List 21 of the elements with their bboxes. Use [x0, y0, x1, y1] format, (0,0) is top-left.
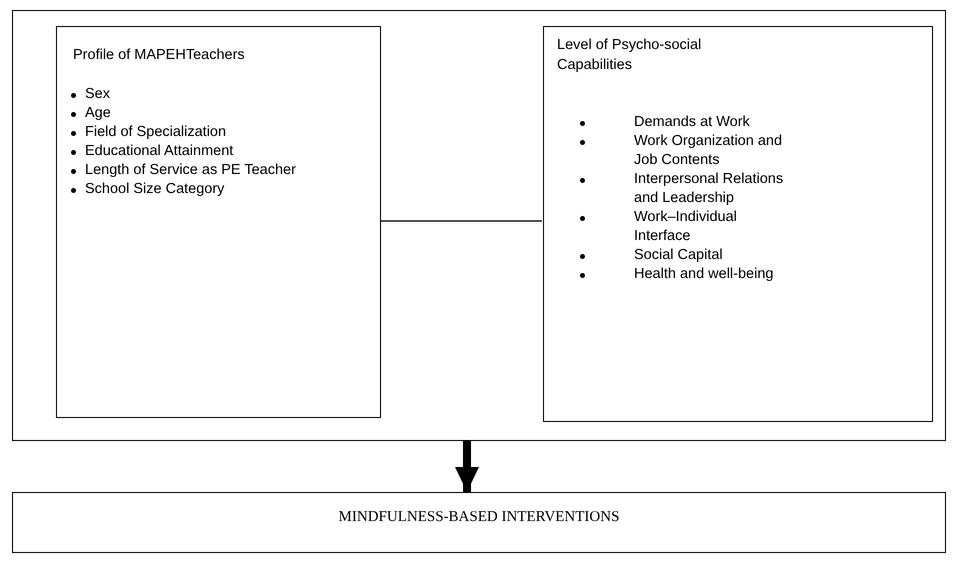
list-item-text: Sex — [85, 85, 110, 104]
list-item-text: Age — [85, 104, 111, 123]
list-item-text: Length of Service as PE Teacher — [85, 161, 296, 180]
box-heading: Level of Psycho-social Capabilities — [557, 36, 702, 75]
outer-frame-box — [12, 10, 946, 441]
box-heading: Profile of MAPEHTeachers — [73, 46, 246, 65]
list-item-text: Health and well-being — [634, 265, 774, 284]
list-item-text: Work–Individual Interface — [634, 208, 738, 246]
banner-title: MINDFULNESS-BASED INTERVENTIONS — [338, 509, 620, 526]
arrow — [455, 441, 479, 492]
profile-box — [56, 26, 381, 418]
list-item-text: Work Organization and Job Contents — [634, 132, 784, 170]
connector-line — [380, 220, 542, 222]
list-item-text: School Size Category — [85, 180, 224, 199]
capabilities-box — [543, 26, 933, 422]
list-item-text: Educational Attainment — [85, 142, 234, 161]
list-item-text: Interpersonal Relations and Leadership — [634, 170, 784, 208]
list-item-text: Demands at Work — [634, 113, 750, 132]
list-item-text: Field of Specialization — [85, 123, 226, 142]
intervention-box — [12, 492, 946, 553]
list-item-text: Social Capital — [634, 246, 723, 265]
